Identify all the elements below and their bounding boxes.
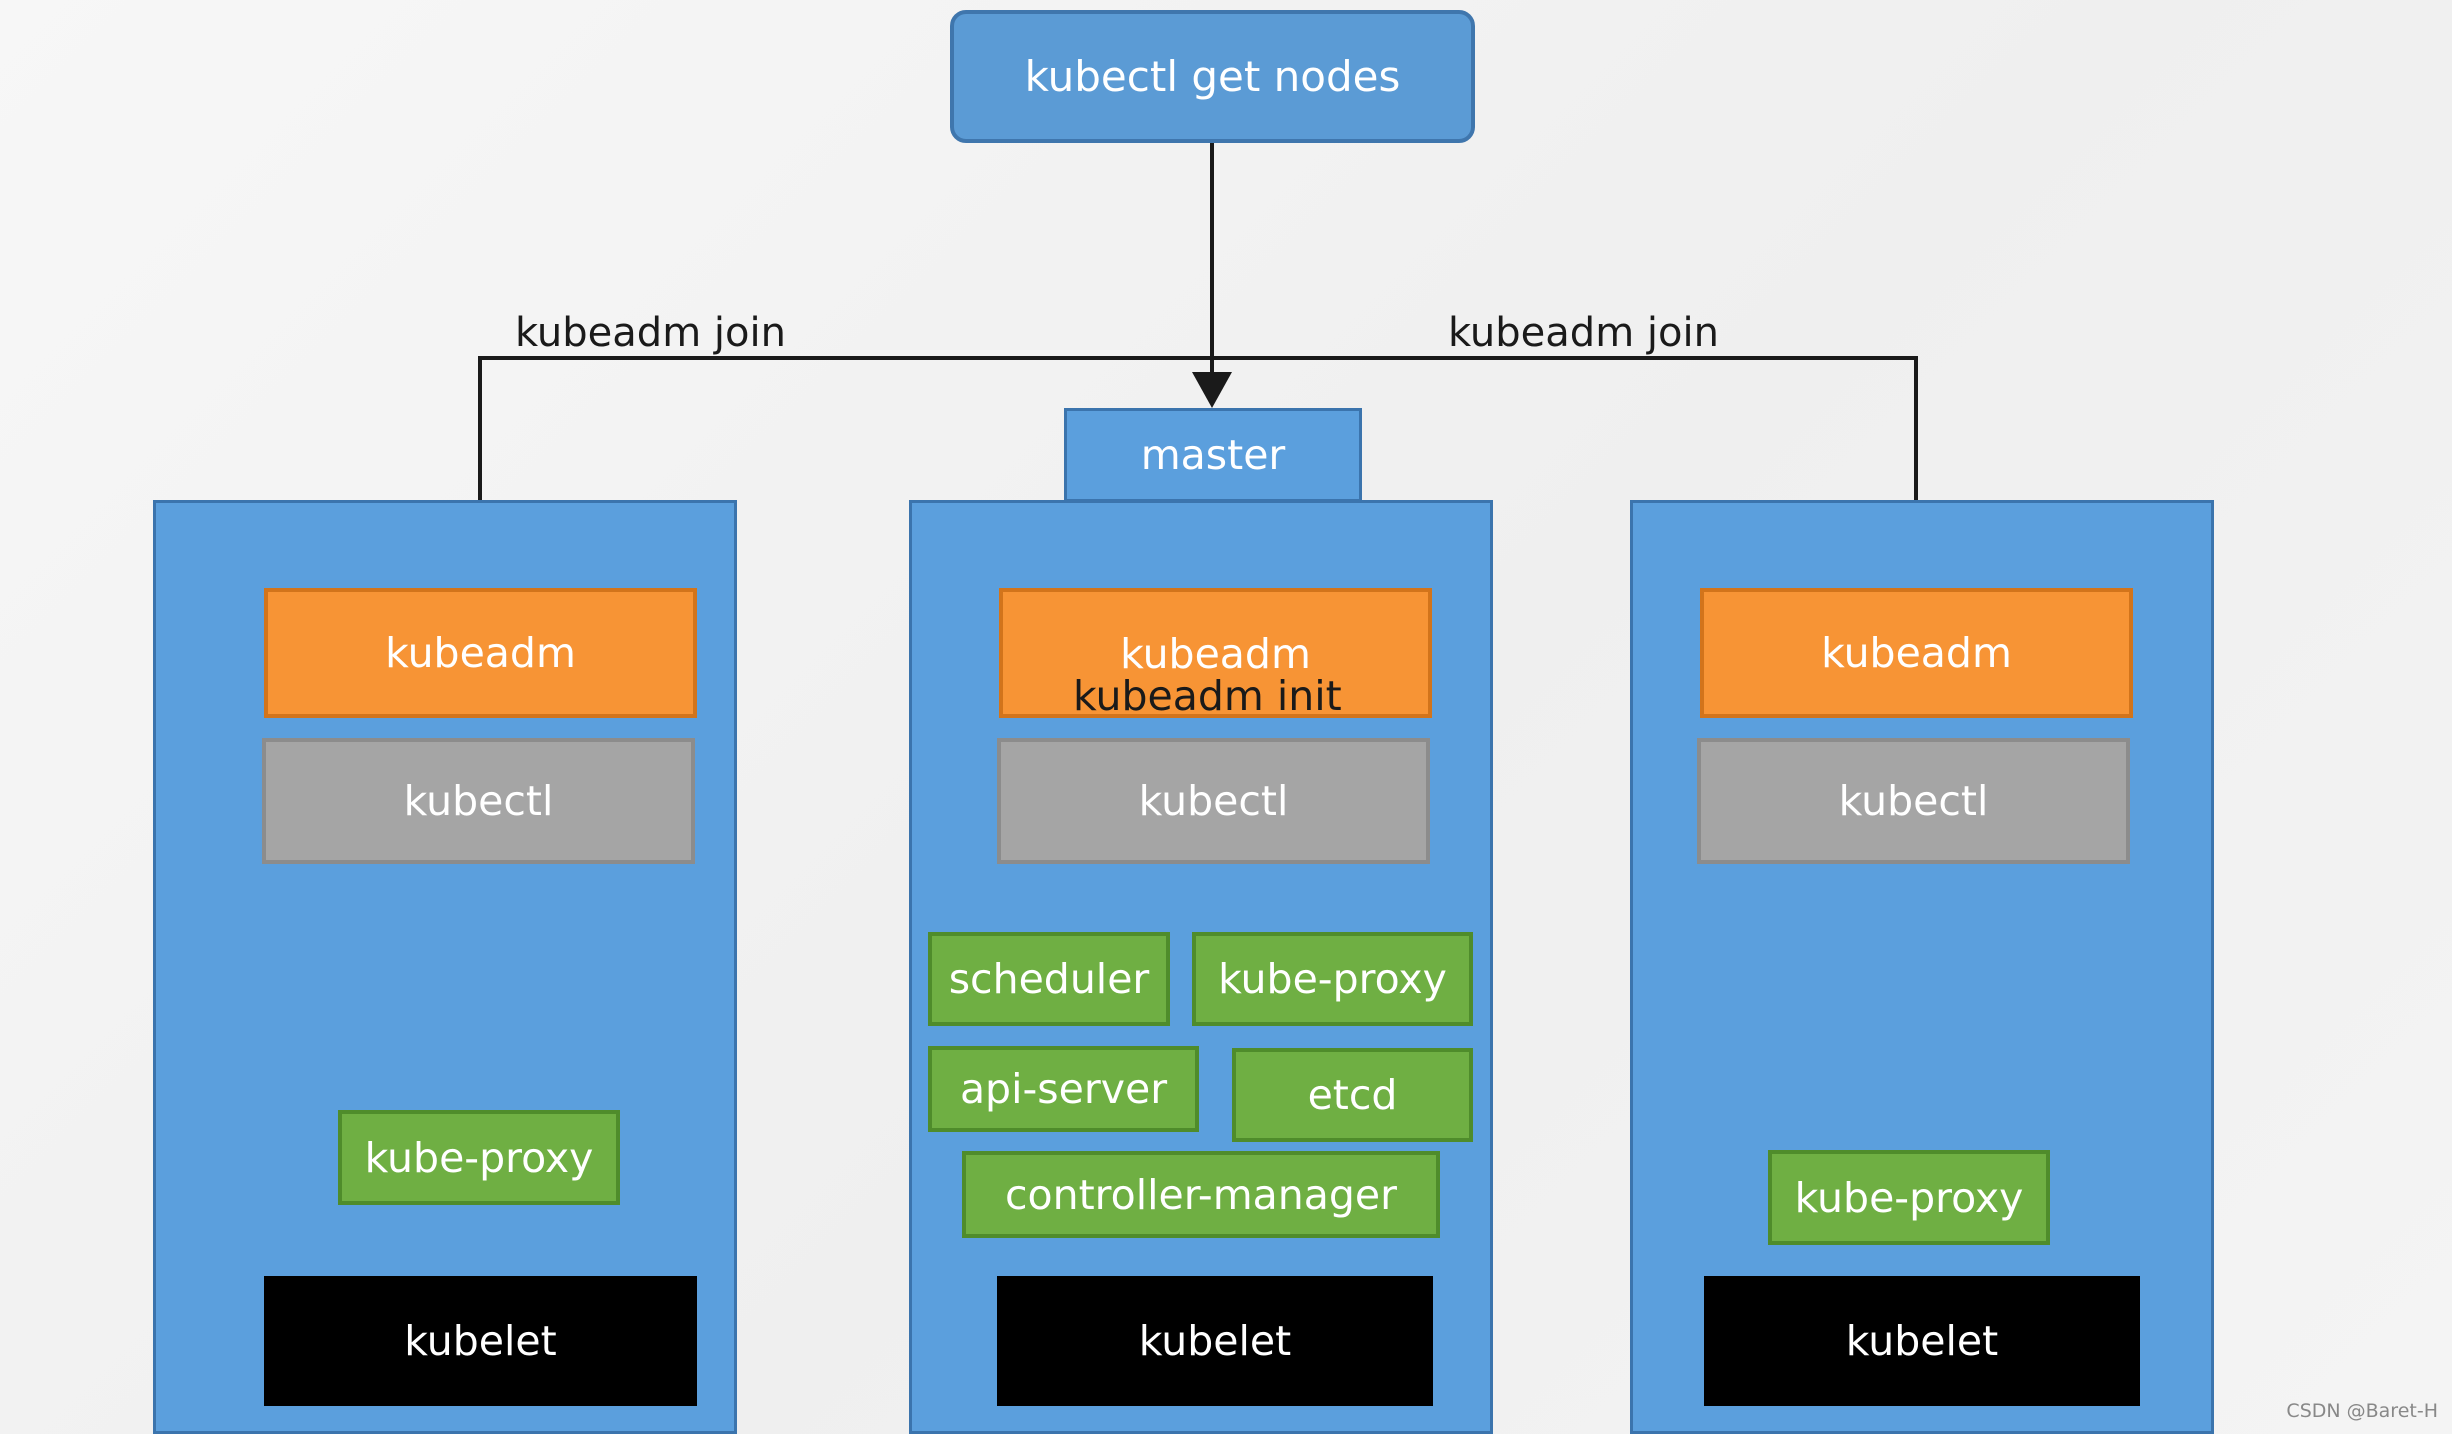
left-kubelet-block: kubelet	[264, 1276, 697, 1406]
kubectl-get-nodes-box: kubectl get nodes	[950, 10, 1475, 143]
master-tab: master	[1064, 408, 1362, 502]
watermark: CSDN @Baret-H	[2286, 1400, 2438, 1422]
right-kubelet-block: kubelet	[1704, 1276, 2140, 1406]
controller-manager-block: controller-manager	[962, 1151, 1440, 1238]
master-kube-proxy-block: kube-proxy	[1192, 932, 1473, 1026]
left-kubectl-block: kubectl	[262, 738, 695, 864]
kubeadm-join-label-left: kubeadm join	[515, 310, 786, 356]
kubeadm-join-label-right: kubeadm join	[1448, 310, 1719, 356]
right-kubectl-block: kubectl	[1697, 738, 2130, 864]
master-kubeadm-block: kubeadm	[999, 588, 1432, 718]
scheduler-block: scheduler	[928, 932, 1170, 1026]
right-kube-proxy-block: kube-proxy	[1768, 1150, 2050, 1245]
left-kube-proxy-block: kube-proxy	[338, 1110, 620, 1205]
master-kubectl-block: kubectl	[997, 738, 1430, 864]
left-kubeadm-block: kubeadm	[264, 588, 697, 718]
kubeadm-init-label: kubeadm init	[1073, 672, 1342, 720]
right-kubeadm-block: kubeadm	[1700, 588, 2133, 718]
etcd-block: etcd	[1232, 1048, 1473, 1142]
master-kubelet-block: kubelet	[997, 1276, 1433, 1406]
api-server-block: api-server	[928, 1046, 1199, 1132]
